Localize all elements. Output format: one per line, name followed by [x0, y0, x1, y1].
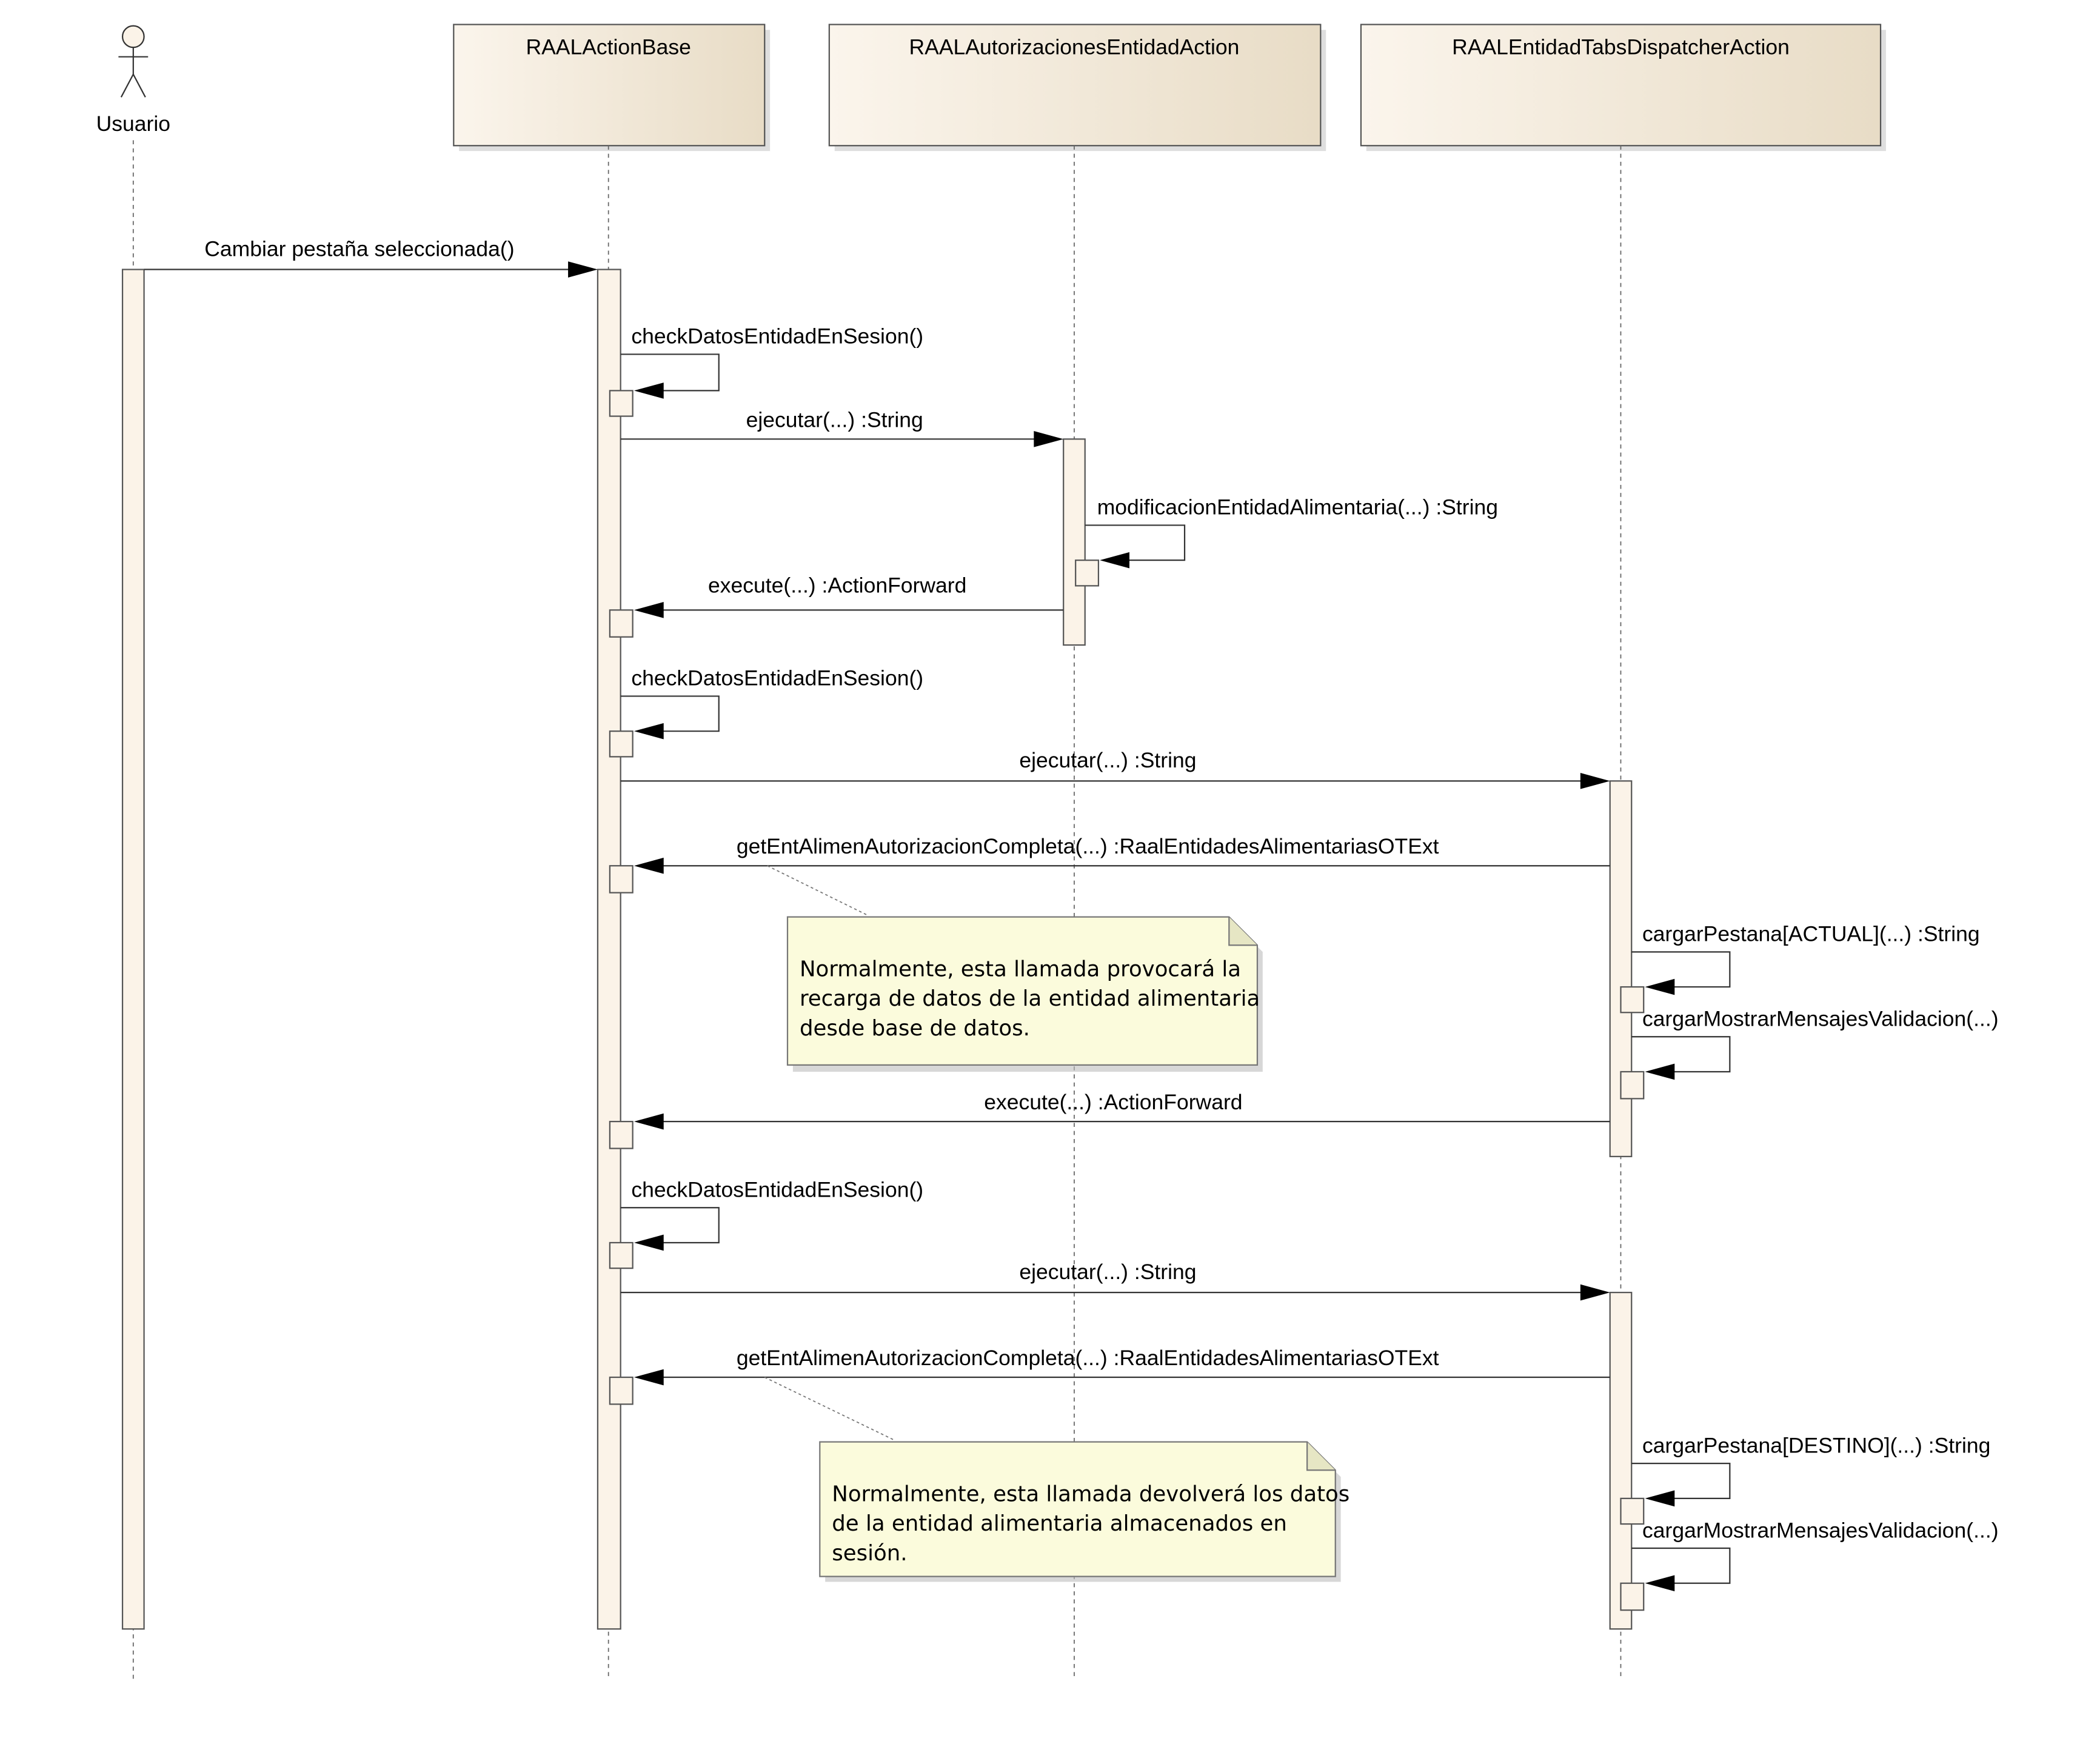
lifeline-label-autorizaciones: RAALAutorizacionesEntidadAction	[909, 35, 1240, 59]
arrow-head	[634, 1234, 664, 1251]
note-connector	[767, 865, 869, 917]
message-cambiar-pestana: Cambiar pestaña seleccionada()	[144, 236, 598, 278]
arrow-head	[634, 602, 664, 618]
arrow-head	[634, 723, 664, 740]
message-label: getEntAlimenAutorizacionCompleta(...) :R…	[737, 834, 1439, 858]
message-label: ejecutar(...) :String	[1019, 1260, 1196, 1284]
message-label: cargarPestana[ACTUAL](...) :String	[1642, 922, 1980, 946]
note-box	[786, 916, 1259, 1066]
message-label: getEntAlimenAutorizacionCompleta(...) :R…	[737, 1346, 1439, 1370]
message-label: checkDatosEntidadEnSesion()	[631, 1177, 923, 1201]
message-execute-return-aut: execute(...) :ActionForward	[634, 573, 1064, 618]
exec-box	[609, 1376, 634, 1405]
exec-box	[609, 1241, 634, 1269]
lifeline-label-base: RAALActionBase	[526, 35, 691, 59]
activation-tabs-1	[1609, 780, 1633, 1157]
actor-leg-right	[132, 74, 146, 98]
arrow-head	[1645, 1575, 1675, 1592]
message-label: checkDatosEntidadEnSesion()	[631, 666, 923, 690]
activation-autorizaciones	[1063, 438, 1086, 646]
arrow-head	[634, 1369, 664, 1386]
note-line: desde base de datos.	[800, 1016, 1030, 1041]
activation-usuario	[121, 269, 145, 1630]
message-ejecutar-tabs-2: ejecutar(...) :String	[620, 1260, 1610, 1301]
arrow-head	[1580, 773, 1610, 789]
note-line: de la entidad alimentaria almacenados en	[832, 1511, 1287, 1536]
note-line: sesión.	[832, 1541, 907, 1566]
actor-label: Usuario	[96, 112, 170, 136]
note-recarga: Normalmente, esta llamada provocará la r…	[767, 865, 1263, 1072]
arrow-head	[568, 261, 598, 278]
activation-tabs-2	[1609, 1292, 1633, 1630]
message-label: Cambiar pestaña seleccionada()	[204, 236, 514, 261]
message-check-datos-3: checkDatosEntidadEnSesion()	[620, 1177, 923, 1251]
note-box	[819, 1441, 1336, 1577]
arrow-head	[1645, 978, 1675, 995]
exec-box	[1620, 1582, 1645, 1611]
arrow-head	[634, 1113, 664, 1130]
message-label: ejecutar(...) :String	[746, 407, 923, 432]
lifeline-label-tabs: RAALEntidadTabsDispatcherAction	[1452, 35, 1790, 59]
message-ejecutar-aut: ejecutar(...) :String	[620, 407, 1064, 447]
actor-usuario: Usuario	[96, 25, 170, 136]
lifeline-header-tabs: RAALEntidadTabsDispatcherAction	[1360, 24, 1886, 152]
activation-base	[597, 269, 621, 1630]
exec-box	[609, 865, 634, 894]
message-label: cargarPestana[DESTINO](...) :String	[1642, 1433, 1990, 1457]
arrow-head	[1100, 552, 1130, 569]
message-label: cargarMostrarMensajesValidacion(...)	[1642, 1518, 1999, 1542]
message-cargar-mostrar-mensajes-1: cargarMostrarMensajesValidacion(...)	[1631, 1006, 1999, 1080]
message-label: execute(...) :ActionForward	[708, 573, 966, 597]
note-line: Normalmente, esta llamada provocará la	[800, 957, 1241, 981]
message-check-datos-1: checkDatosEntidadEnSesion()	[620, 324, 923, 399]
actor-leg-left	[120, 74, 134, 98]
note-fold	[1228, 917, 1257, 946]
exec-box	[609, 1121, 634, 1149]
lifeline-header-base: RAALActionBase	[453, 24, 771, 152]
message-cargar-mostrar-mensajes-2: cargarMostrarMensajesValidacion(...)	[1631, 1518, 1999, 1592]
arrow-head	[634, 857, 664, 874]
message-execute-return-tabs: execute(...) :ActionForward	[634, 1090, 1610, 1130]
actor-head	[121, 25, 145, 48]
note-fold	[1306, 1442, 1336, 1471]
message-label: execute(...) :ActionForward	[984, 1090, 1242, 1114]
message-check-datos-2: checkDatosEntidadEnSesion()	[620, 666, 923, 740]
exec-box	[1075, 560, 1100, 587]
message-ejecutar-tabs-1: ejecutar(...) :String	[620, 748, 1610, 789]
message-get-ent-alimen-2: getEntAlimenAutorizacionCompleta(...) :R…	[634, 1346, 1610, 1386]
arrow-head	[1645, 1490, 1675, 1507]
lifeline-header-autorizaciones: RAALAutorizacionesEntidadAction	[828, 24, 1326, 152]
arrow-head	[1645, 1063, 1675, 1080]
arrow-head	[634, 383, 664, 399]
message-modificacion-entidad: modificacionEntidadAlimentaria(...) :Str…	[1085, 495, 1498, 569]
message-label: checkDatosEntidadEnSesion()	[631, 324, 923, 349]
note-line: recarga de datos de la entidad alimentar…	[800, 986, 1260, 1011]
exec-box	[1620, 1497, 1645, 1525]
message-label: ejecutar(...) :String	[1019, 748, 1196, 772]
arrow-head	[1034, 431, 1064, 447]
note-sesion: Normalmente, esta llamada devolverá los …	[764, 1377, 1349, 1582]
arrow-head	[1580, 1284, 1610, 1301]
exec-box	[609, 390, 634, 417]
exec-box	[609, 609, 634, 638]
message-label: modificacionEntidadAlimentaria(...) :Str…	[1097, 495, 1498, 520]
exec-box	[609, 730, 634, 758]
note-connector	[764, 1377, 896, 1442]
note-line: Normalmente, esta llamada devolverá los …	[832, 1482, 1349, 1506]
message-get-ent-alimen-1: getEntAlimenAutorizacionCompleta(...) :R…	[634, 834, 1610, 874]
message-cargar-pestana-destino: cargarPestana[DESTINO](...) :String	[1631, 1433, 1990, 1507]
message-label: cargarMostrarMensajesValidacion(...)	[1642, 1006, 1999, 1031]
exec-box	[1620, 986, 1645, 1014]
message-cargar-pestana-actual: cargarPestana[ACTUAL](...) :String	[1631, 922, 1980, 995]
exec-box	[1620, 1071, 1645, 1100]
